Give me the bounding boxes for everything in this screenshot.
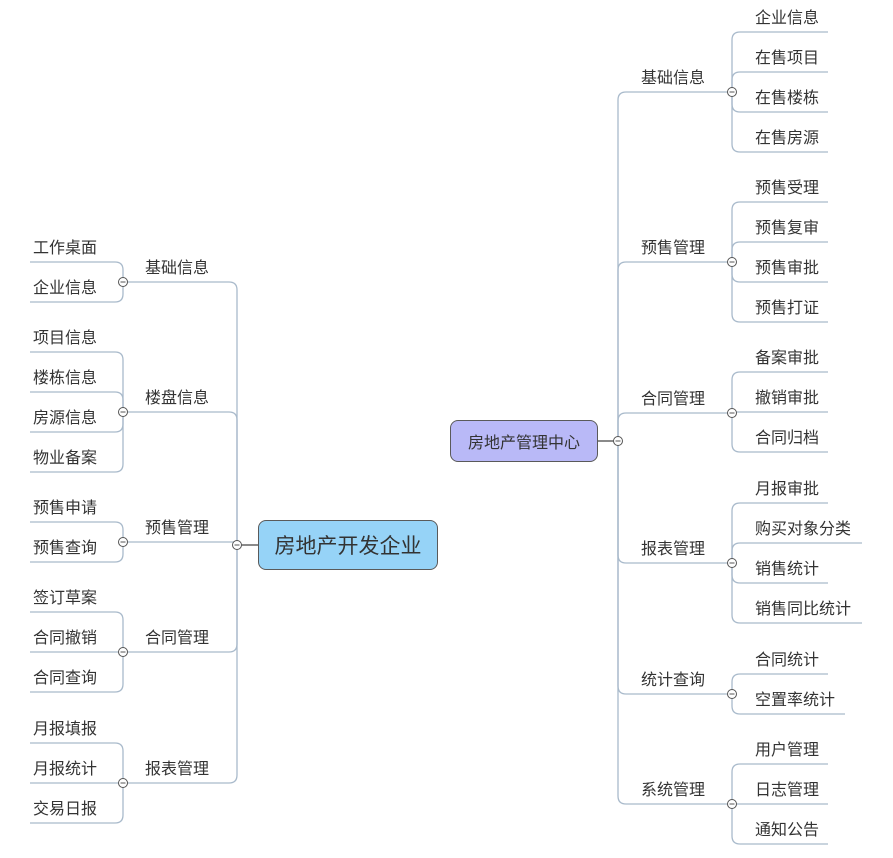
right-leaf-item[interactable]: 日志管理 xyxy=(755,780,819,799)
leaf-connector xyxy=(731,241,828,262)
left-leaf-item[interactable]: 物业备案 xyxy=(33,448,97,467)
right-leaf-item[interactable]: 撤销审批 xyxy=(755,388,819,407)
right-branch-label[interactable]: 基础信息 xyxy=(641,68,705,87)
left-branch-label[interactable]: 报表管理 xyxy=(145,759,209,778)
right-branch-toggle[interactable] xyxy=(727,689,737,699)
right-branch-label[interactable]: 系统管理 xyxy=(641,780,705,799)
right-leaf-item[interactable]: 在售房源 xyxy=(755,128,819,147)
branch-connector xyxy=(617,441,732,805)
right-branch-label[interactable]: 报表管理 xyxy=(641,539,705,558)
branch-connector xyxy=(617,261,732,441)
left-leaf-item[interactable]: 月报统计 xyxy=(33,759,97,778)
leaf-connector xyxy=(30,783,124,824)
leaf-connector xyxy=(731,371,828,413)
right-branch-toggle[interactable] xyxy=(727,408,737,418)
right-leaf-item[interactable]: 预售审批 xyxy=(755,258,819,277)
left-leaf-item[interactable]: 房源信息 xyxy=(33,408,97,427)
leaf-connector xyxy=(30,282,124,303)
right-root-toggle[interactable] xyxy=(613,436,623,446)
left-branch-label[interactable]: 合同管理 xyxy=(145,628,209,647)
right-branch-toggle[interactable] xyxy=(727,558,737,568)
right-leaf-item[interactable]: 购买对象分类 xyxy=(755,519,851,538)
leaf-connector xyxy=(731,542,862,563)
leaf-connector xyxy=(30,412,124,473)
right-leaf-item[interactable]: 预售打证 xyxy=(755,298,819,317)
branch-connector xyxy=(123,545,238,784)
left-leaf-item[interactable]: 预售查询 xyxy=(33,538,97,557)
left-root-toggle[interactable] xyxy=(232,540,242,550)
left-leaf-item[interactable]: 合同撤销 xyxy=(33,628,97,647)
right-leaf-item[interactable]: 预售受理 xyxy=(755,178,819,197)
leaf-connector xyxy=(30,391,124,412)
left-leaf-item[interactable]: 月报填报 xyxy=(33,719,97,738)
right-leaf-item[interactable]: 合同归档 xyxy=(755,428,819,447)
left-branch-toggle[interactable] xyxy=(118,277,128,287)
left-branch-toggle[interactable] xyxy=(118,407,128,417)
leaf-connector xyxy=(731,763,828,804)
left-branch-label[interactable]: 预售管理 xyxy=(145,518,209,537)
right-branch-label[interactable]: 合同管理 xyxy=(641,389,705,408)
left-leaf-item[interactable]: 楼栋信息 xyxy=(33,368,97,387)
left-branch-toggle[interactable] xyxy=(118,778,128,788)
left-branch-label[interactable]: 楼盘信息 xyxy=(145,388,209,407)
leaf-connector xyxy=(731,673,828,694)
left-branch-toggle[interactable] xyxy=(118,537,128,547)
branch-connector xyxy=(617,412,732,441)
right-leaf-item[interactable]: 在售楼栋 xyxy=(755,88,819,107)
left-branch-label[interactable]: 基础信息 xyxy=(145,258,209,277)
leaf-connector xyxy=(30,521,124,542)
left-leaf-item[interactable]: 合同查询 xyxy=(33,668,97,687)
leaf-connector xyxy=(731,92,828,153)
branch-connector xyxy=(617,91,732,441)
left-leaf-item[interactable]: 项目信息 xyxy=(33,328,97,347)
leaf-connector xyxy=(30,652,124,693)
right-leaf-item[interactable]: 预售复审 xyxy=(755,218,819,237)
leaf-connector xyxy=(30,351,124,412)
left-leaf-item[interactable]: 工作桌面 xyxy=(33,238,97,257)
leaf-connector xyxy=(731,563,862,624)
leaf-connector xyxy=(731,262,828,323)
left-branch-toggle[interactable] xyxy=(118,647,128,657)
leaf-connector xyxy=(731,502,828,563)
right-branch-label[interactable]: 统计查询 xyxy=(641,670,705,689)
root-node-developer[interactable]: 房地产开发企业 xyxy=(258,520,438,570)
right-branch-toggle[interactable] xyxy=(727,799,737,809)
right-branch-toggle[interactable] xyxy=(727,257,737,267)
left-leaf-item[interactable]: 预售申请 xyxy=(33,498,97,517)
right-leaf-item[interactable]: 空置率统计 xyxy=(755,690,835,709)
right-leaf-item[interactable]: 备案审批 xyxy=(755,348,819,367)
leaf-connector xyxy=(30,742,124,783)
right-leaf-item[interactable]: 销售同比统计 xyxy=(755,599,851,618)
right-leaf-item[interactable]: 用户管理 xyxy=(755,740,819,759)
leaf-connector xyxy=(731,31,828,92)
right-leaf-item[interactable]: 月报审批 xyxy=(755,479,819,498)
right-leaf-item[interactable]: 合同统计 xyxy=(755,650,819,669)
leaf-connector xyxy=(30,611,124,652)
left-leaf-item[interactable]: 企业信息 xyxy=(33,278,97,297)
branch-connector xyxy=(123,281,238,545)
right-leaf-item[interactable]: 销售统计 xyxy=(755,559,819,578)
leaf-connector xyxy=(731,201,828,262)
leaf-connector xyxy=(731,804,828,845)
branch-connector xyxy=(123,411,238,545)
leaf-connector xyxy=(731,71,828,92)
branch-connector xyxy=(617,441,732,695)
leaf-connector xyxy=(731,413,828,453)
right-branch-label[interactable]: 预售管理 xyxy=(641,238,705,257)
leaf-connector xyxy=(731,694,845,715)
right-leaf-item[interactable]: 在售项目 xyxy=(755,48,819,67)
left-leaf-item[interactable]: 签订草案 xyxy=(33,588,97,607)
root-node-management-center[interactable]: 房地产管理中心 xyxy=(450,420,598,462)
leaf-connector xyxy=(30,261,124,282)
right-leaf-item[interactable]: 通知公告 xyxy=(755,820,819,839)
leaf-connector xyxy=(30,542,124,563)
right-leaf-item[interactable]: 企业信息 xyxy=(755,8,819,27)
left-leaf-item[interactable]: 交易日报 xyxy=(33,799,97,818)
right-branch-toggle[interactable] xyxy=(727,87,737,97)
